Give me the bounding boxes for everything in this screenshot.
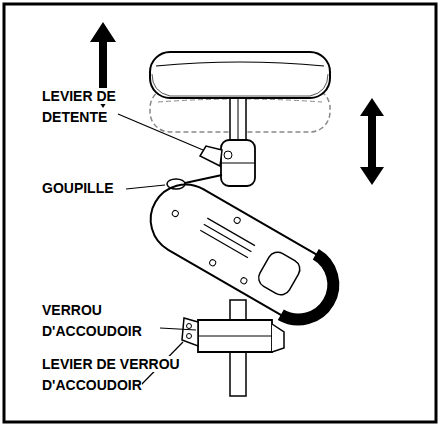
leader-line xyxy=(126,185,165,189)
part-label-text: LEVIER DE DETENTE xyxy=(42,88,116,125)
part-label: GOUPILLE xyxy=(42,178,142,199)
pin-shaft xyxy=(185,175,222,183)
release-lever xyxy=(200,146,222,166)
clamp-split xyxy=(221,162,255,163)
lock-bracket xyxy=(272,324,284,352)
pin-ring xyxy=(167,179,185,189)
plate-rib xyxy=(204,224,252,252)
leader-line xyxy=(118,114,203,150)
lever-hole xyxy=(187,324,192,329)
double-arrow xyxy=(360,98,384,185)
pad-side xyxy=(152,74,328,96)
leader-line xyxy=(160,328,196,330)
clamp-housing xyxy=(221,140,255,186)
pad-seam xyxy=(156,62,324,66)
plate-screw xyxy=(233,216,241,224)
lock-lever xyxy=(182,318,198,346)
part-label: LEVIER DE VERROU D'ACCOUDOIR xyxy=(42,354,187,396)
part-label-text: GOUPILLE xyxy=(42,180,114,196)
plate-rib xyxy=(200,230,248,258)
lever-pivot xyxy=(224,151,232,159)
armrest-lock xyxy=(198,320,272,352)
plate-cutout xyxy=(255,249,303,299)
part-label-text: VERROU D'ACCOUDOIR xyxy=(42,302,142,339)
part-label: VERROU D'ACCOUDOIR xyxy=(42,300,160,342)
plate-screw xyxy=(209,259,217,267)
plate-screw xyxy=(171,209,179,217)
part-label-text: LEVIER DE VERROU D'ACCOUDOIR xyxy=(42,356,180,393)
plate-rib xyxy=(207,218,255,246)
frame-border xyxy=(4,4,436,422)
part-label: LEVIER DE DETENTE xyxy=(42,86,142,128)
armrest-pad xyxy=(150,52,330,98)
lock-line xyxy=(198,336,272,337)
plate-screw xyxy=(240,277,248,285)
lever-hole xyxy=(187,334,192,339)
